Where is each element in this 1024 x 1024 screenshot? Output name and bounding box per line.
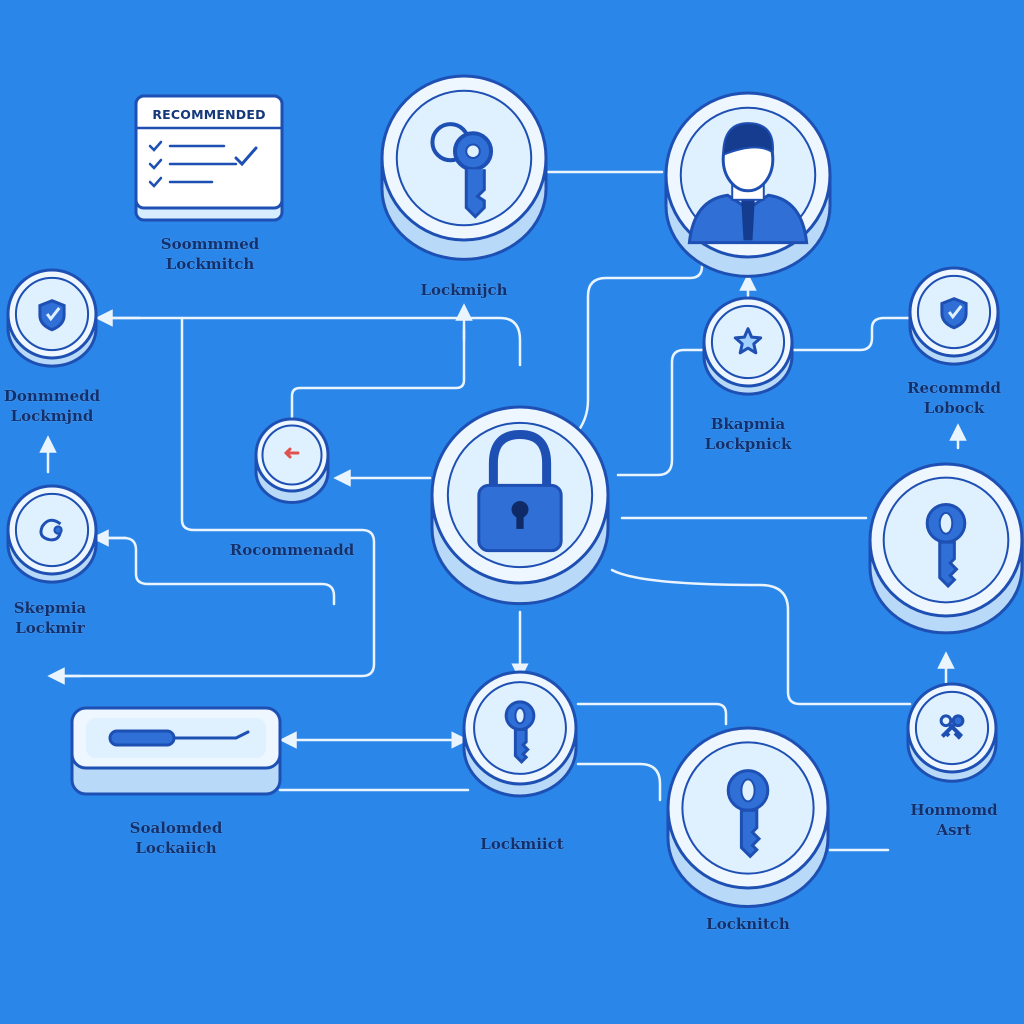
star-icon (733, 327, 763, 355)
connector-top-bus (98, 316, 522, 367)
shield-check-icon (38, 299, 66, 332)
keys-top-node[interactable] (380, 74, 548, 261)
connector-lines (39, 170, 967, 852)
pick-bar-label: Soalomded Lockaiich (130, 818, 223, 858)
swirl-left-node[interactable] (6, 484, 98, 584)
checklist-icon (148, 140, 258, 188)
key-bottom-label-line1: Locknitch (706, 915, 790, 933)
card-label-line2: Lockmitch (165, 255, 255, 273)
key-bottom-node[interactable] (666, 726, 830, 909)
key-small-label: Lockmiict (480, 834, 563, 854)
key-icon (925, 502, 967, 589)
lockpick-icon (108, 729, 250, 747)
keys-cross-label-line2: Asrt (936, 821, 972, 839)
swirl-label: Skepmia Lockmir (14, 598, 87, 638)
key-small-node[interactable] (462, 670, 578, 798)
padlock-center-node[interactable] (430, 405, 610, 606)
back-arrow-icon (283, 447, 300, 459)
keys-top-label-line1: Lockmijch (420, 281, 508, 299)
swirl-label-line2: Lockmir (15, 619, 85, 637)
swirl-icon (39, 518, 63, 542)
pick-bar-node[interactable] (70, 706, 282, 796)
connector-padlock-to-person (573, 264, 704, 437)
connector-key-small-to-bottom (576, 702, 728, 726)
connector-back-to-bus (290, 328, 466, 422)
keys-cross-node[interactable] (906, 682, 998, 783)
star-label-line1: Bkapmia (710, 415, 786, 433)
key-icon (726, 769, 770, 859)
keys-cross-label: Honmomd Asrt (910, 800, 997, 840)
shield-left-label-line2: Lockmjnd (10, 407, 94, 425)
person-icon (687, 122, 809, 245)
keys-top-label: Lockmijch (420, 280, 507, 300)
star-node[interactable] (702, 296, 794, 396)
card-label-line1: Soommmed (160, 235, 260, 253)
pick-bar-label-line2: Lockaiich (135, 839, 217, 857)
shield-right-label-line2: Lobock (923, 399, 985, 417)
shield-right-node[interactable] (908, 266, 1000, 366)
key-pair-icon (430, 122, 494, 219)
shield-right-label: Recommdd Lobock (907, 378, 1001, 418)
padlock-icon (477, 429, 563, 553)
diagram-nodes (6, 74, 1024, 909)
connector-swirl-loop (96, 536, 336, 606)
connector-key-small-to-bottom-2 (576, 762, 662, 802)
connector-bus-loop (58, 316, 376, 678)
keys-cross-label-line1: Honmomd (910, 801, 998, 819)
person-node[interactable] (664, 91, 832, 278)
pick-bar-label-line1: Soalomded (129, 819, 223, 837)
crossed-keys-icon (939, 714, 965, 740)
connector-star-to-shield (788, 316, 914, 352)
shield-check-icon (940, 297, 968, 330)
connector-padlock-to-star (616, 348, 710, 477)
shield-left-label: Donmmedd Lockmjnd (4, 386, 100, 426)
back-button-label-line1: Rocommenadd (229, 541, 355, 559)
key-icon (504, 700, 536, 765)
key-small-label-line1: Lockmiict (480, 835, 564, 853)
key-right-node[interactable] (868, 462, 1024, 635)
swirl-label-line1: Skepmia (13, 599, 87, 617)
star-label-line2: Lockpnick (704, 435, 792, 453)
card-label: Soommmed Lockmitch (161, 234, 260, 274)
card-title: RECOMMENDED (152, 107, 266, 122)
back-button-node[interactable] (254, 417, 330, 504)
key-bottom-label: Locknitch (706, 914, 790, 934)
recommended-card (134, 94, 284, 222)
star-label: Bkapmia Lockpnick (705, 414, 792, 454)
shield-left-node[interactable] (6, 268, 98, 368)
shield-right-label-line1: Recommdd (907, 379, 1001, 397)
shield-left-label-line1: Donmmedd (3, 387, 101, 405)
connector-padlock-to-keys-cross (610, 568, 912, 706)
back-button-label: Rocommenadd (230, 540, 355, 560)
